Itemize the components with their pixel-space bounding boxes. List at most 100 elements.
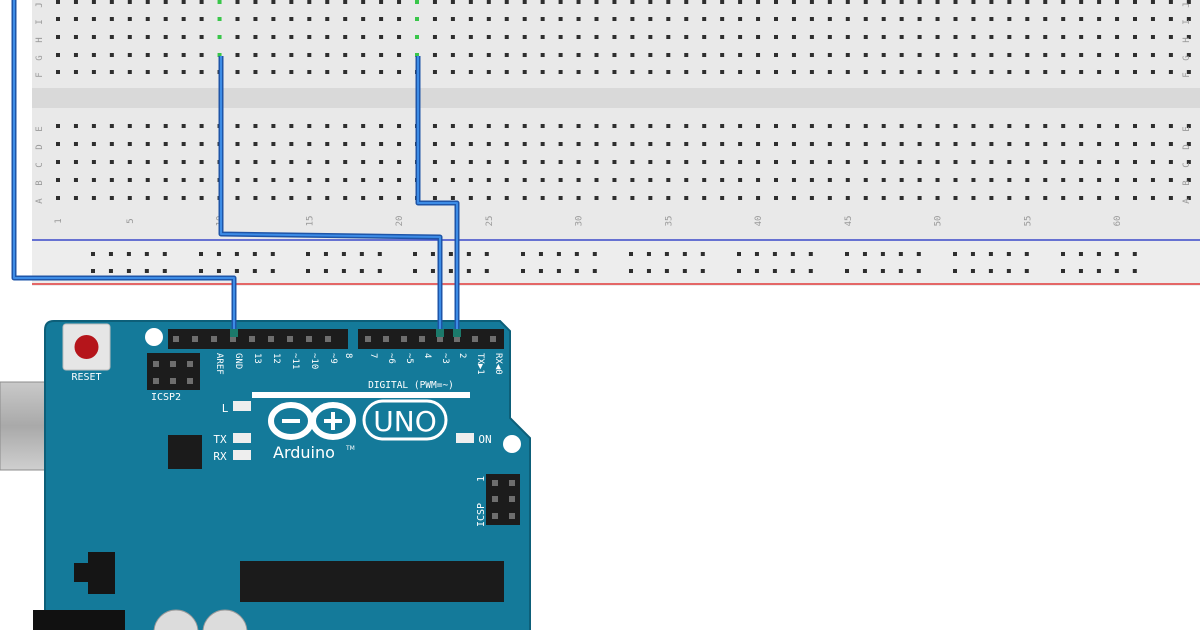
breadboard-hole bbox=[1061, 178, 1066, 182]
row-letter-label: F bbox=[1182, 72, 1192, 77]
header-pin[interactable] bbox=[249, 336, 255, 342]
breadboard-hole bbox=[881, 17, 886, 21]
row-letter-label: J bbox=[1182, 2, 1192, 7]
breadboard-hole bbox=[271, 17, 276, 21]
breadboard-hole bbox=[522, 53, 527, 57]
header-pin[interactable] bbox=[437, 336, 443, 342]
rail-hole bbox=[953, 252, 957, 256]
breadboard-hole bbox=[522, 160, 527, 164]
breadboard-hole bbox=[845, 196, 850, 200]
breadboard-hole bbox=[594, 196, 599, 200]
breadboard-hole bbox=[989, 17, 994, 21]
breadboard-hole bbox=[307, 142, 312, 146]
breadboard-hole bbox=[845, 124, 850, 128]
breadboard-hole bbox=[953, 70, 958, 74]
breadboard-hole bbox=[935, 142, 940, 146]
regulator-tab bbox=[74, 563, 88, 582]
breadboard-hole bbox=[468, 196, 473, 200]
rail-hole bbox=[988, 252, 993, 256]
rail-hole bbox=[574, 252, 579, 256]
breadboard-hole bbox=[1186, 70, 1191, 74]
breadboard-hole bbox=[127, 17, 132, 21]
rail-hole bbox=[162, 252, 167, 256]
header-pin[interactable] bbox=[401, 336, 407, 342]
rail-hole bbox=[359, 269, 364, 273]
icsp2-label: ICSP2 bbox=[151, 392, 181, 403]
breadboard-hole bbox=[576, 196, 581, 200]
header-pin[interactable] bbox=[287, 336, 293, 342]
breadboard-hole bbox=[145, 35, 150, 39]
breadboard-hole bbox=[397, 53, 402, 57]
breadboard-hole bbox=[468, 142, 473, 146]
breadboard-hole bbox=[863, 160, 868, 164]
breadboard-hole bbox=[935, 196, 940, 200]
breadboard-hole bbox=[432, 17, 437, 21]
header-pin[interactable] bbox=[173, 336, 179, 342]
breadboard-hole bbox=[756, 0, 761, 4]
breadboard-hole bbox=[91, 178, 96, 182]
breadboard-hole bbox=[271, 53, 276, 57]
breadboard-hole bbox=[935, 160, 940, 164]
digital-header-right bbox=[358, 329, 504, 349]
header-pin[interactable] bbox=[472, 336, 478, 342]
header-pin[interactable] bbox=[419, 336, 425, 342]
breadboard-hole bbox=[361, 160, 366, 164]
uno-badge-text: UNO bbox=[373, 405, 436, 438]
breadboard-hole bbox=[738, 0, 743, 4]
header-pin[interactable] bbox=[383, 336, 389, 342]
breadboard-hole bbox=[91, 35, 96, 39]
breadboard-hole bbox=[612, 35, 617, 39]
breadboard-hole bbox=[845, 17, 850, 21]
breadboard-hole bbox=[432, 160, 437, 164]
breadboard-hole bbox=[1043, 142, 1048, 146]
breadboard-hole bbox=[1043, 0, 1048, 4]
breadboard-hole bbox=[540, 178, 545, 182]
breadboard-hole bbox=[289, 35, 294, 39]
breadboard-hole bbox=[791, 142, 796, 146]
rail-hole bbox=[1006, 269, 1011, 273]
rail-hole bbox=[1024, 269, 1029, 273]
breadboard-hole bbox=[1097, 160, 1102, 164]
breadboard-hole bbox=[809, 124, 814, 128]
breadboard-hole bbox=[774, 142, 778, 146]
breadboard-hole bbox=[809, 70, 814, 74]
header-pin[interactable] bbox=[490, 336, 496, 342]
header-pin-label: ~11 bbox=[290, 353, 300, 369]
breadboard-hole bbox=[863, 17, 868, 21]
breadboard-hole bbox=[827, 35, 832, 39]
breadboard-hole bbox=[1007, 196, 1012, 200]
header-pin[interactable] bbox=[192, 336, 198, 342]
breadboard-hole bbox=[1115, 160, 1120, 164]
breadboard-hole bbox=[989, 178, 994, 182]
reset-button-cap[interactable] bbox=[74, 335, 99, 359]
breadboard-hole bbox=[343, 70, 348, 74]
breadboard-hole bbox=[109, 35, 114, 39]
breadboard-hole bbox=[684, 178, 689, 182]
header-pin[interactable] bbox=[268, 336, 274, 342]
breadboard-hole bbox=[809, 160, 814, 164]
breadboard-hole bbox=[702, 178, 707, 182]
breadboard-hole bbox=[648, 0, 653, 4]
breadboard-hole bbox=[432, 0, 437, 4]
rail-hole bbox=[970, 269, 975, 273]
header-pin[interactable] bbox=[211, 336, 217, 342]
breadboard-hole bbox=[163, 70, 168, 74]
breadboard-hole bbox=[73, 178, 78, 182]
breadboard-hole bbox=[91, 196, 96, 200]
breadboard-hole bbox=[899, 70, 904, 74]
breadboard-hole bbox=[145, 70, 150, 74]
breadboard-hole bbox=[630, 160, 635, 164]
header-pin[interactable] bbox=[306, 336, 312, 342]
breadboard-hole bbox=[343, 160, 348, 164]
breadboard-hole bbox=[917, 196, 922, 200]
header-pin[interactable] bbox=[325, 336, 331, 342]
header-pin[interactable] bbox=[365, 336, 371, 342]
breadboard-hole bbox=[163, 17, 168, 21]
header-pin[interactable] bbox=[454, 336, 460, 342]
rail-hole bbox=[700, 252, 705, 256]
header-pin[interactable] bbox=[230, 336, 236, 342]
breadboard-hole bbox=[1061, 196, 1066, 200]
breadboard-hole bbox=[307, 124, 312, 128]
